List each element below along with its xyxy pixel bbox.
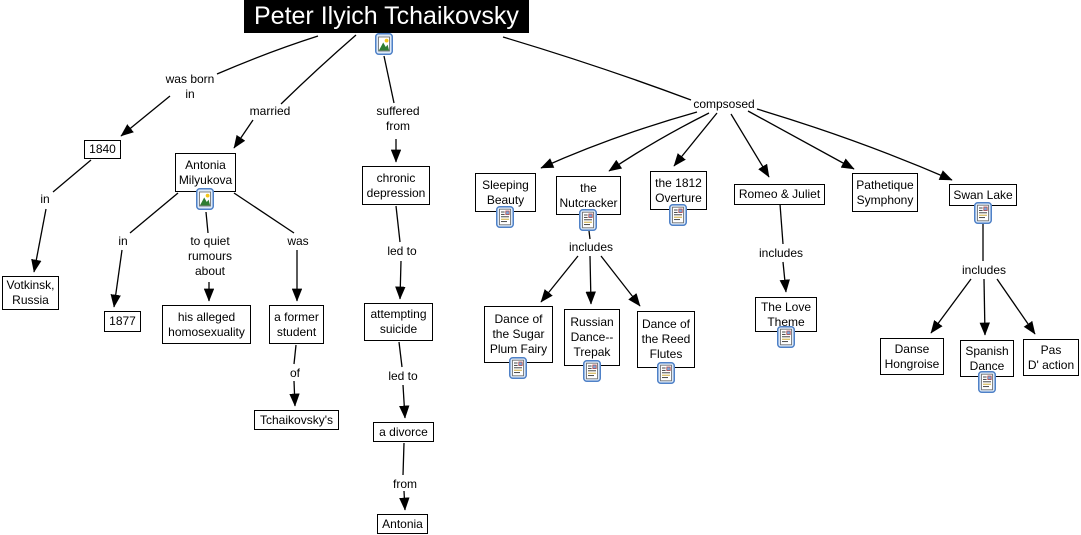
document-resource-icon[interactable]: [657, 362, 675, 384]
linking-composed[interactable]: compsosed: [693, 97, 755, 111]
concept-a-divorce[interactable]: a divorce: [373, 422, 434, 442]
linking-was[interactable]: was: [287, 234, 309, 248]
concept-chronic-depression[interactable]: chronic depression: [362, 166, 430, 205]
linking-led-to-1[interactable]: led to: [387, 244, 417, 258]
linking-married[interactable]: married: [249, 104, 291, 118]
image-resource-icon[interactable]: [196, 188, 214, 210]
concept-a-former-student[interactable]: a former student: [269, 305, 324, 344]
document-resource-icon[interactable]: [777, 326, 795, 348]
concept-danse-hongroise[interactable]: Danse Hongroise: [880, 338, 944, 375]
connectors: [31, 34, 1036, 511]
concept-antonia[interactable]: Antonia: [377, 514, 428, 534]
linking-was-born-in[interactable]: was born in: [165, 72, 215, 101]
concept-antonia-milyukova[interactable]: Antonia Milyukova: [175, 153, 236, 192]
concept-sleeping-beauty[interactable]: Sleeping Beauty: [475, 173, 536, 212]
concept-the-love-theme[interactable]: The Love Theme: [755, 297, 817, 332]
concept-pathetique-symphony[interactable]: Pathetique Symphony: [852, 173, 918, 212]
concept-tchaikovskys[interactable]: Tchaikovsky's: [254, 410, 339, 430]
concept-votkinsk-russia[interactable]: Votkinsk, Russia: [2, 276, 59, 310]
linking-to-quiet-rumours-about[interactable]: to quiet rumours about: [187, 234, 232, 278]
linking-led-to-2[interactable]: led to: [388, 369, 418, 383]
concept-spanish-dance[interactable]: Spanish Dance: [960, 340, 1014, 377]
document-resource-icon[interactable]: [496, 206, 514, 228]
concept-the-1812-overture[interactable]: the 1812 Overture: [650, 171, 707, 210]
concept-dance-of-the-sugar-plum-fairy[interactable]: Dance of the Sugar Plum Fairy: [484, 306, 553, 363]
concept-dance-of-the-reed-flutes[interactable]: Dance of the Reed Flutes: [637, 311, 695, 368]
concept-his-alleged-homosexuality[interactable]: his alleged homosexuality: [162, 305, 251, 344]
linking-suffered-from[interactable]: suffered from: [376, 104, 420, 133]
document-resource-icon[interactable]: [583, 360, 601, 382]
document-resource-icon[interactable]: [579, 209, 597, 231]
linking-includes-swan-lake[interactable]: includes: [961, 263, 1007, 277]
document-resource-icon[interactable]: [669, 204, 687, 226]
concept-attempting-suicide[interactable]: attempting suicide: [364, 303, 433, 341]
concept-peter-ilyich-tchaikovsky[interactable]: Peter Ilyich Tchaikovsky: [244, 0, 529, 33]
linking-of[interactable]: of: [289, 366, 300, 380]
concept-pas-d-action[interactable]: Pas D' action: [1023, 339, 1079, 376]
document-resource-icon[interactable]: [509, 357, 527, 379]
linking-from[interactable]: from: [393, 477, 417, 491]
document-resource-icon[interactable]: [974, 202, 992, 224]
image-resource-icon[interactable]: [375, 33, 393, 55]
linking-in-place[interactable]: in: [40, 192, 50, 206]
concept-1840[interactable]: 1840: [84, 140, 121, 159]
concept-romeo-and-juliet[interactable]: Romeo & Juliet: [734, 184, 825, 205]
document-resource-icon[interactable]: [978, 371, 996, 393]
concept-russian-dance-trepak[interactable]: Russian Dance-- Trepak: [564, 309, 620, 366]
concept-1877[interactable]: 1877: [104, 311, 141, 332]
linking-includes-romeo[interactable]: includes: [758, 246, 804, 260]
linking-includes-nutcracker[interactable]: includes: [568, 240, 614, 254]
linking-in-year[interactable]: in: [118, 234, 128, 248]
